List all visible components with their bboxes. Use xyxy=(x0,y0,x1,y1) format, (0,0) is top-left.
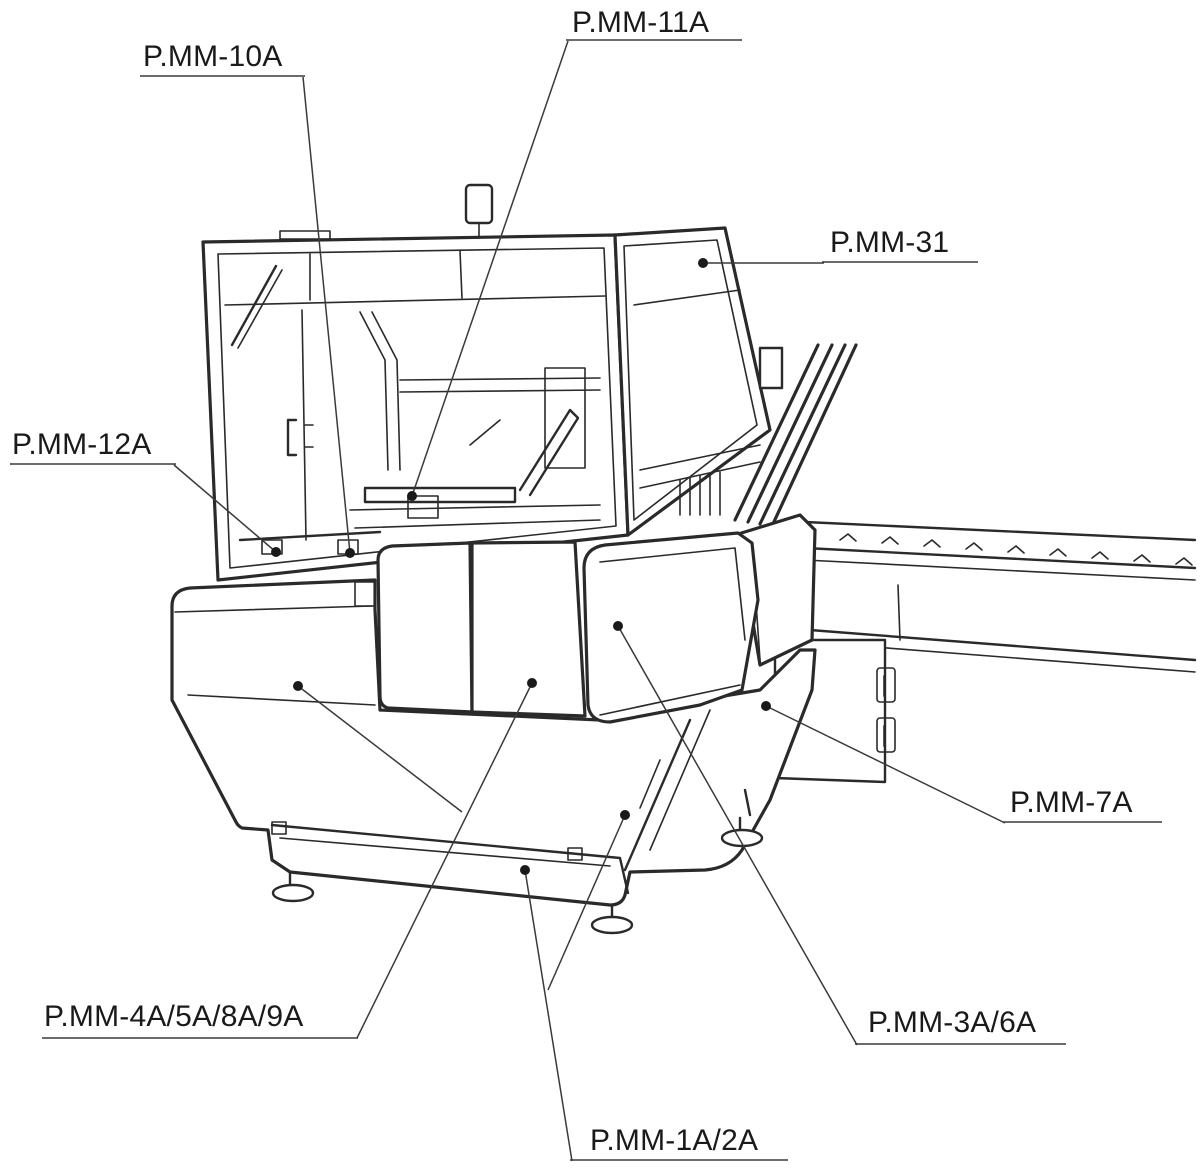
dot-1a-base xyxy=(520,865,530,875)
dot-3a xyxy=(613,621,623,631)
foot-left xyxy=(271,870,315,903)
guard-hood xyxy=(201,183,772,582)
dot-10a xyxy=(345,548,355,558)
callout-p-mm-1a-2a: P.MM-1A/2A xyxy=(590,1124,759,1157)
foot-right xyxy=(720,816,764,848)
callout-dots xyxy=(271,258,771,875)
callout-p-mm-31: P.MM-31 xyxy=(830,226,950,259)
dot-7a xyxy=(761,701,771,711)
callout-p-mm-4a-5a-8a-9a: P.MM-4A/5A/8A/9A xyxy=(44,1000,304,1033)
leader-lines xyxy=(10,39,1162,1162)
callout-p-mm-10a: P.MM-10A xyxy=(143,40,283,73)
leveling-feet xyxy=(271,788,764,935)
dot-1a-corner xyxy=(620,810,630,820)
roller-conveyor xyxy=(803,520,1197,673)
callout-p-mm-7a: P.MM-7A xyxy=(1010,786,1133,819)
foot-front xyxy=(590,903,634,935)
machine-body xyxy=(170,531,817,907)
dot-4a-center xyxy=(527,678,537,688)
dot-4a-left xyxy=(293,681,303,691)
dot-11a xyxy=(407,491,417,501)
dot-12a xyxy=(271,547,281,557)
feed-chute xyxy=(639,343,858,667)
callout-p-mm-12a: P.MM-12A xyxy=(12,428,152,461)
callout-p-mm-11a: P.MM-11A xyxy=(572,6,710,39)
callout-p-mm-3a-6a: P.MM-3A/6A xyxy=(868,1006,1037,1039)
dot-31 xyxy=(698,258,708,268)
